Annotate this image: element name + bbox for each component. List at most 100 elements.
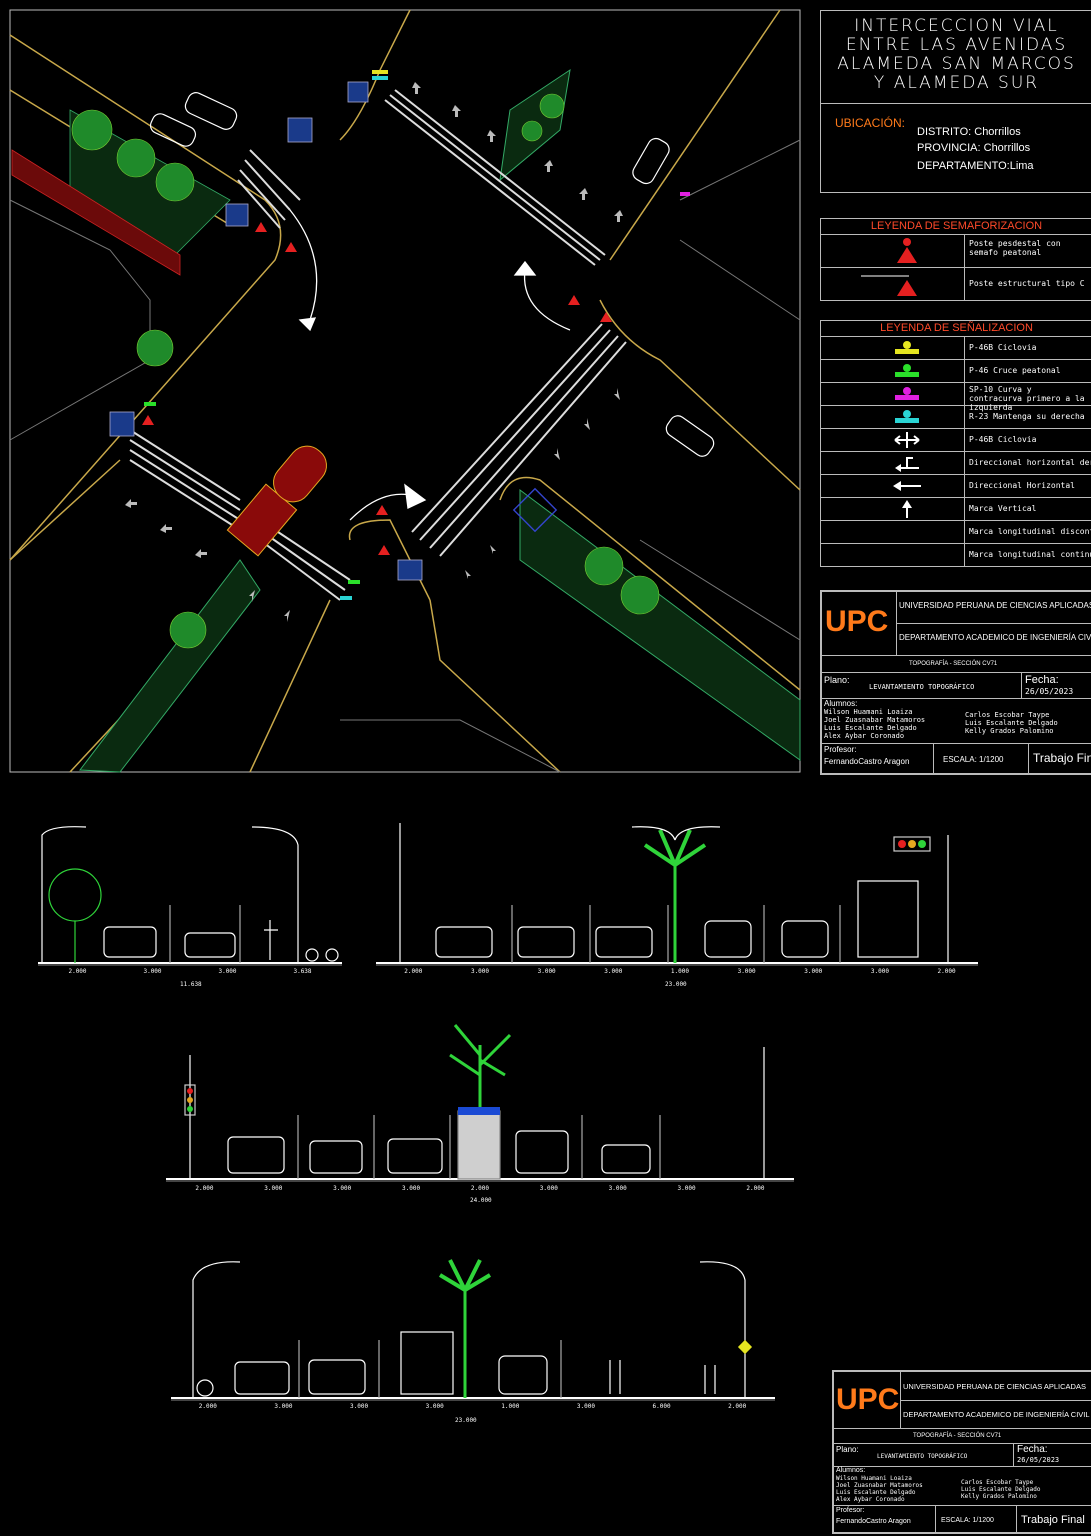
profesor-value: FernandoCastro Aragon (824, 757, 910, 766)
profesor-label: Profesor: (836, 1507, 865, 1514)
dim-label: 2.000 (470, 1185, 489, 1192)
legend-text: P-46B Ciclovia (969, 343, 1037, 352)
alumno: Alex Aybar Coronado (824, 732, 905, 740)
legend-text: Marca longitudinal discontin (969, 527, 1091, 536)
legend-row: P-46 Cruce peatonal (821, 360, 1091, 383)
dim-label: 1.000 (501, 1403, 520, 1410)
dim-label: 3.000 (333, 1185, 352, 1192)
dim-label: 3.000 (274, 1403, 293, 1410)
legend-text: P-46B Ciclovia (969, 435, 1037, 444)
dim-label: 3.000 (470, 968, 490, 975)
legend-row: SP-10 Curva y contracurva primero a la i… (821, 383, 1091, 412)
legend-text: R-23 Mantenga su derecha (969, 412, 1085, 421)
title-block-bottom: UPC UNIVERSIDAD PERUANA DE CIENCIAS APLI… (832, 1370, 1091, 1534)
legend-text: Poste estructural tipo C (969, 279, 1085, 288)
alumno: Joel Zuasnabar Matamoros (836, 1482, 923, 1489)
title-block-top: UPC UNIVERSIDAD PERUANA DE CIENCIAS APLI… (820, 590, 1091, 775)
dim-label: 2.000 (68, 968, 87, 975)
legend-row: Direccional horizontal derech (821, 452, 1091, 475)
dim-label: 2.000 (404, 968, 423, 975)
alumno: Carlos Escobar Taype (961, 1479, 1034, 1486)
dim-label: 3.000 (218, 968, 237, 975)
legend-text: SP-10 Curva y contracurva primero a la i… (969, 385, 1085, 412)
dim-label: 3.000 (576, 1403, 595, 1410)
title-line-2: ENTRE LAS AVENIDAS (845, 35, 1068, 55)
legend-semaforizacion: LEYENDA DE SEMAFORIZACION Poste pesdesta… (820, 218, 1091, 301)
legend-row: R-23 Mantenga su derecha (821, 406, 1091, 429)
dim-label: 3.000 (870, 968, 889, 975)
title-line-3: ALAMEDA SAN MARCOS (837, 54, 1076, 74)
alumnos-label: Alumnos: (824, 699, 858, 708)
dim-label: 1.000 (670, 968, 689, 975)
legend-row: Poste estructural tipo C (821, 268, 1091, 300)
road-edges (9, 9, 801, 773)
dim-label: 3.638 (293, 968, 312, 975)
university-name: UNIVERSIDAD PERUANA DE CIENCIAS APLICADA… (903, 1382, 1086, 1391)
dim-label: 3.000 (264, 1185, 283, 1192)
section-3 (166, 1024, 794, 1182)
dim-label: 3.000 (604, 968, 623, 975)
legend-text: P-46 Cruce peatonal (969, 366, 1061, 375)
department-name: DEPARTAMENTO ACADEMICO DE INGENIERÍA CIV… (899, 633, 1091, 642)
location-departamento: DEPARTAMENTO:Lima (917, 160, 1034, 172)
section-2 (376, 823, 978, 966)
legend-row: Poste pesdestal con semafo peatonal (821, 235, 1091, 268)
alumno: Luis Escalante Delgado (836, 1489, 916, 1496)
alumno: Joel Zuasnabar Matamoros (824, 716, 926, 724)
intersection-plan (9, 9, 801, 773)
total-label: 11.638 (180, 981, 202, 988)
legend-text: Poste pesdestal con semafo peatonal (969, 239, 1061, 257)
dim-label: 3.000 (402, 1185, 421, 1192)
plano-label: Plano: (824, 675, 850, 685)
alumnos-label: Alumnos: (836, 1467, 866, 1474)
dim-label: 3.000 (425, 1403, 444, 1410)
dim-label: 2.000 (746, 1185, 765, 1192)
legend-text: Marca Vertical (969, 504, 1037, 513)
alumno: Luis Escalante Delgado (961, 1486, 1041, 1493)
alumno: Wilson Huamani Loaiza (824, 708, 913, 716)
dim-label: 3.000 (608, 1185, 627, 1192)
legend-text: Marca longitudinal continua (969, 550, 1091, 559)
alumno: Carlos Escobar Taype (965, 711, 1050, 719)
fecha-value: 26/05/2023 (1017, 1456, 1060, 1464)
plano-value: LEVANTAMIENTO TOPOGRÁFICO (877, 1453, 968, 1460)
title-line-1: INTERCECCION VIAL (854, 16, 1059, 36)
location-box: UBICACIÓN: DISTRITO: Chorrillos PROVINCI… (820, 102, 1091, 193)
title-line-4: Y ALAMEDA SUR (873, 73, 1040, 93)
legend-row: Marca Vertical (821, 498, 1091, 521)
dim-label: 3.000 (737, 968, 756, 975)
legend-row: Direccional Horizontal (821, 475, 1091, 498)
location-distrito: DISTRITO: Chorrillos (917, 126, 1021, 138)
legend-row: Marca longitudinal continua (821, 544, 1091, 566)
entrega-value: Trabajo Final (1021, 1514, 1085, 1526)
dim-label: 3.000 (804, 968, 823, 975)
alumno: Luis Escalante Delgado (965, 719, 1058, 727)
alumno: Wilson Huamani Loaiza (836, 1475, 912, 1482)
drawing-title: INTERCECCION VIAL ENTRE LAS AVENIDAS ALA… (820, 10, 1091, 104)
dim-label: 2.000 (728, 1403, 747, 1410)
trees (71, 93, 660, 649)
dim-label: 2.000 (198, 1403, 217, 1410)
cars (149, 92, 715, 457)
legend-text: Direccional Horizontal (969, 481, 1075, 490)
legend-semaforizacion-title: LEYENDA DE SEMAFORIZACION (821, 219, 1091, 235)
location-label: UBICACIÓN: (835, 116, 906, 130)
total-label: 24.000 (470, 1197, 492, 1204)
course-name: TOPOGRAFÍA - SECCIÓN CV71 (909, 661, 998, 667)
legend-senalizacion-title: LEYENDA DE SEÑALIZACION (821, 321, 1091, 337)
dim-label: 3.000 (537, 968, 556, 975)
fecha-label: Fecha: (1017, 1444, 1048, 1455)
legend-senalizacion: LEYENDA DE SEÑALIZACION P-46B Ciclovia P… (820, 320, 1091, 567)
dim-label: 3.000 (350, 1403, 369, 1410)
plano-value: LEVANTAMIENTO TOPOGRÁFICO (869, 683, 975, 691)
section-1 (38, 826, 342, 966)
profesor-value: FernandoCastro Aragon (836, 1518, 911, 1525)
dim-label: 2.000 (195, 1185, 214, 1192)
dim-label: 3.000 (677, 1185, 696, 1192)
escala-value: ESCALA: 1/1200 (943, 755, 1004, 764)
legend-row: P-46B Ciclovia (821, 337, 1091, 360)
legend-row: P-46B Ciclovia (821, 429, 1091, 452)
department-name: DEPARTAMENTO ACADEMICO DE INGENIERÍA CIV… (903, 1410, 1090, 1419)
fecha-value: 26/05/2023 (1025, 687, 1074, 696)
alumno: Luis Escalante Delgado (824, 724, 917, 732)
